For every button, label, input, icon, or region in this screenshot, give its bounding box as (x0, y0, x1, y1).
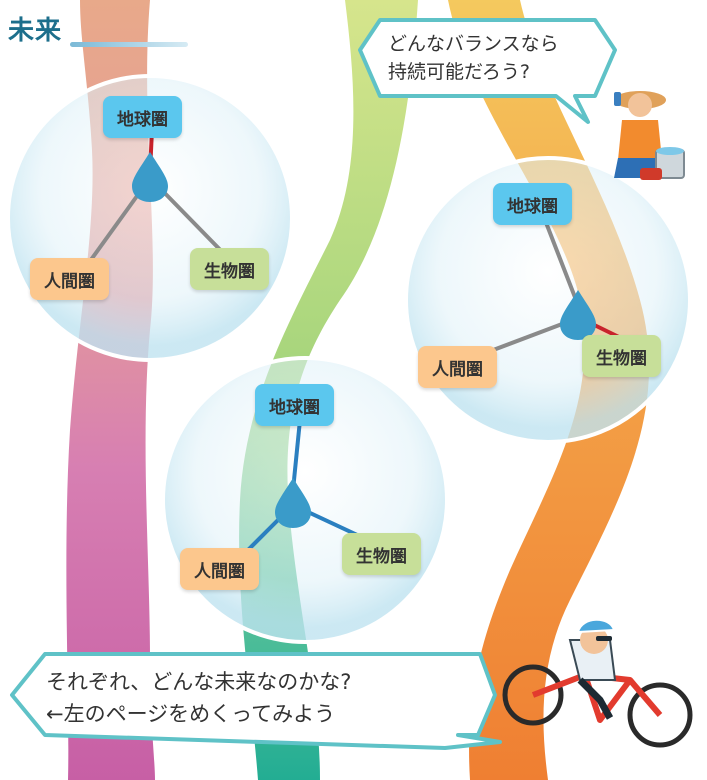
bottom-bubble-text: それぞれ、どんな未来なのかな? ←左のページをめくってみよう (46, 666, 351, 730)
top-bubble-text: どんなバランスなら 持続可能だろう? (388, 30, 559, 86)
bottom-bubble-line-2: ←左のページをめくってみよう (46, 702, 336, 726)
sphere-3-earth-label: 地球圏 (255, 384, 334, 426)
page-title: 未来 (5, 14, 63, 49)
water-drop-icon (132, 152, 168, 202)
sphere-2-earth-label: 地球圏 (493, 183, 572, 225)
top-bubble-line-2: 持続可能だろう? (388, 61, 530, 83)
title-underline (70, 42, 188, 47)
bottom-speech-bubble (10, 652, 502, 750)
sphere-3-bio-label: 生物圏 (342, 533, 421, 575)
bottom-bubble-line-1: それぞれ、どんな未来なのかな? (46, 670, 352, 694)
sphere-3-human-label: 人間圏 (180, 548, 259, 590)
cyclist-illustration (502, 618, 693, 748)
top-bubble-line-1: どんなバランスなら (388, 33, 559, 55)
sphere-2-bio-label: 生物圏 (582, 335, 661, 377)
water-drop-icon (275, 478, 311, 528)
gardener-illustration (614, 91, 685, 180)
sphere-1-human-label: 人間圏 (30, 258, 109, 300)
water-drop-icon (560, 290, 596, 340)
top-speech-bubble (358, 18, 617, 124)
sphere-1-bio-label: 生物圏 (190, 248, 269, 290)
sphere-1-earth-label: 地球圏 (103, 96, 182, 138)
sphere-2-human-label: 人間圏 (418, 346, 497, 388)
